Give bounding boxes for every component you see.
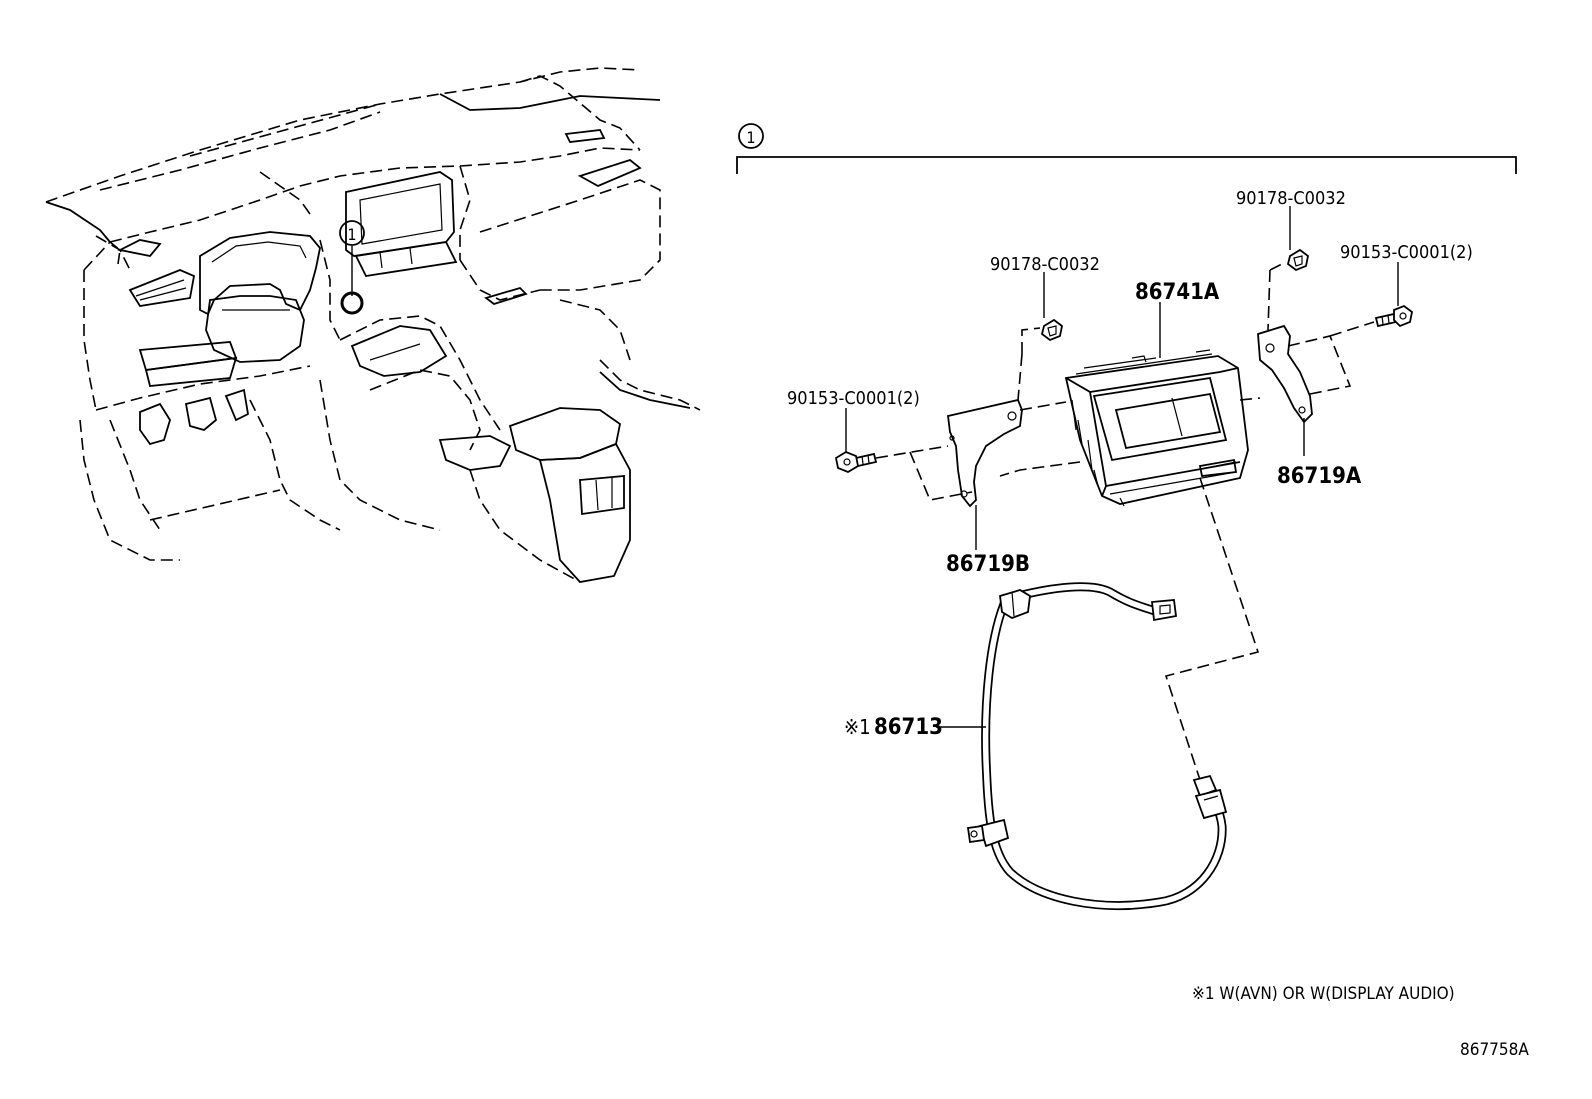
- radio-receiver: [1064, 349, 1249, 507]
- bracket-left: [947, 398, 1023, 508]
- assembly-lines: [875, 261, 1375, 787]
- footnote: ※1 W(AVN) OR W(DISPLAY AUDIO): [1192, 984, 1455, 1004]
- callout-number-left: 1: [347, 225, 356, 244]
- label-bracket-left: 86719B: [946, 552, 1030, 577]
- wire-harness: [966, 582, 1228, 910]
- dashboard-illustration: [45, 67, 701, 583]
- clip-left: [1040, 318, 1063, 342]
- label-wire: 86713: [874, 715, 943, 740]
- label-clip-right: 90178-C0032: [1236, 188, 1346, 209]
- label-screw-left: 90153-C0001(2): [787, 388, 920, 409]
- screw-left: [834, 450, 878, 474]
- label-wire-prefix: ※1: [844, 715, 871, 739]
- clip-right: [1286, 248, 1309, 272]
- label-screw-right: 90153-C0001(2): [1340, 242, 1473, 263]
- location-marker: [340, 291, 364, 315]
- bracket-right: [1257, 324, 1313, 424]
- callout-number-assembly: 1: [746, 128, 755, 147]
- assembly-bracket-line: [736, 123, 1517, 174]
- label-clip-left: 90178-C0032: [990, 254, 1100, 275]
- label-bracket-right: 86719A: [1277, 464, 1362, 489]
- diagram-id: 867758A: [1460, 1040, 1529, 1060]
- label-receiver: 86741A: [1135, 280, 1220, 305]
- screw-right: [1374, 304, 1413, 328]
- callout-circle-left: [339, 220, 365, 246]
